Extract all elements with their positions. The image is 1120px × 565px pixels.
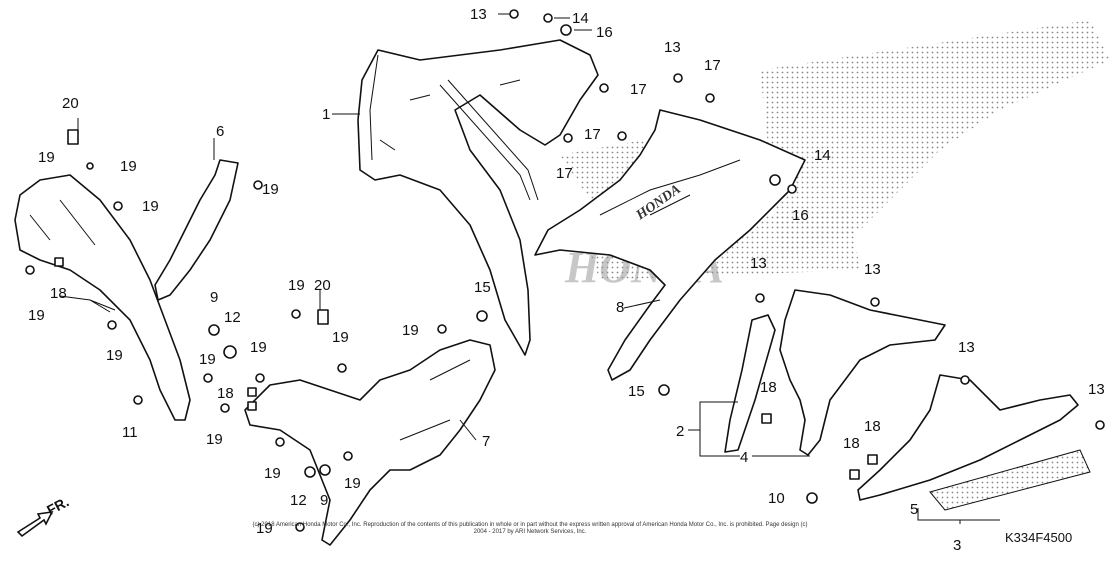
callout-9-center: 9 — [320, 492, 328, 509]
fasteners — [25, 9, 1105, 532]
callout-20-left: 20 — [62, 95, 79, 112]
callout-18-center: 18 — [217, 385, 234, 402]
callout-15-center: 15 — [474, 279, 491, 296]
callout-19-h: 19 — [288, 277, 305, 294]
callout-13-top: 13 — [470, 6, 487, 23]
leader-lines — [59, 13, 1000, 524]
callout-5: 5 — [910, 501, 918, 518]
callout-4: 4 — [740, 449, 748, 466]
callout-13-lower-right: 13 — [958, 339, 975, 356]
lower-decal-part-3 — [929, 449, 1091, 511]
callout-19-d: 19 — [262, 181, 279, 198]
callout-1: 1 — [322, 106, 330, 123]
inner-panel-part-7 — [244, 339, 496, 546]
callout-17-upper-right: 17 — [704, 57, 721, 74]
callout-10: 10 — [768, 490, 785, 507]
callout-20-center: 20 — [314, 277, 331, 294]
callout-17-mid: 17 — [584, 126, 601, 143]
callout-19-b: 19 — [120, 158, 137, 175]
upper-cowl-part-1 — [357, 39, 599, 356]
callout-19-g: 19 — [199, 351, 216, 368]
callout-6: 6 — [216, 123, 224, 140]
callout-19-e: 19 — [28, 307, 45, 324]
callout-19-k: 19 — [250, 339, 267, 356]
callout-18-lower-left: 18 — [760, 379, 777, 396]
callout-19-o: 19 — [256, 520, 273, 537]
callout-2: 2 — [676, 423, 684, 440]
callout-12-center: 12 — [290, 492, 307, 509]
callout-19-i: 19 — [332, 329, 349, 346]
callout-19-a: 19 — [38, 149, 55, 166]
callout-15-lower: 15 — [628, 383, 645, 400]
callout-19-l: 19 — [206, 431, 223, 448]
callout-17-upper-left: 17 — [630, 81, 647, 98]
callout-16-top: 16 — [596, 24, 613, 41]
callout-13-upper: 13 — [664, 39, 681, 56]
lower-cowl-part-4 — [779, 289, 946, 456]
callout-17-lower: 17 — [556, 165, 573, 182]
callout-19-f: 19 — [106, 347, 123, 364]
copyright-notice: (c) 2018 American Honda Motor Co., Inc. … — [252, 522, 808, 535]
callout-18-lower-right: 18 — [843, 435, 860, 452]
callout-11: 11 — [122, 424, 138, 441]
callout-13-lower-left: 13 — [750, 255, 767, 272]
diagram-code: K334F4500 — [1005, 530, 1073, 545]
lower-cowl-part-5 — [857, 374, 1079, 501]
callout-19-n: 19 — [344, 475, 361, 492]
callout-9-left: 9 — [210, 289, 218, 306]
callout-14-right: 14 — [814, 147, 831, 164]
callout-19-m: 19 — [264, 465, 281, 482]
callout-19-c: 19 — [142, 198, 159, 215]
callout-14-top: 14 — [572, 10, 589, 27]
callout-18-lower-mid: 18 — [864, 418, 881, 435]
callout-3: 3 — [953, 537, 961, 554]
lower-panel-part-2 — [724, 314, 776, 453]
callout-18-left: 18 — [50, 285, 67, 302]
front-direction-arrow — [16, 510, 54, 538]
callout-12-left: 12 — [224, 309, 241, 326]
callout-19-j: 19 — [402, 322, 419, 339]
callout-13-lower-mid: 13 — [864, 261, 881, 278]
callout-numbers: 1 2 3 4 5 6 7 8 9 9 10 11 12 12 13 13 13… — [28, 6, 1105, 554]
callout-8: 8 — [616, 299, 624, 316]
callout-16-right: 16 — [792, 207, 809, 224]
inner-panel-part-6 — [14, 159, 239, 421]
callout-13-far-right: 13 — [1088, 381, 1105, 398]
side-cowl-part-8 — [534, 109, 806, 381]
callout-7: 7 — [482, 433, 490, 450]
